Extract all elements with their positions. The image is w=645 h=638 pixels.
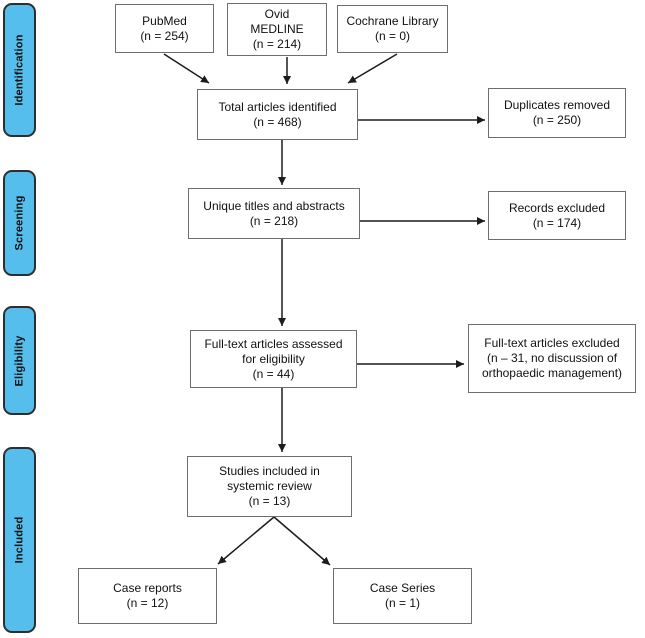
box-pubmed-line-2: (n = 254) xyxy=(140,28,189,43)
arrow-pubmed-to-total xyxy=(163,53,210,84)
box-duplicates-line-2: (n = 250) xyxy=(532,113,582,127)
box-ft-excluded-line-2: (n – 31, no discussion of xyxy=(486,351,618,365)
stage-included: Included xyxy=(3,447,36,633)
box-ovid-line-3: (n = 214) xyxy=(252,37,302,51)
box-fulltext-line-1: Full-text articles assessed xyxy=(204,336,343,351)
box-studies-included: Studies included in systemic review (n =… xyxy=(187,456,352,517)
box-studies-line-1: Studies included in xyxy=(219,464,320,478)
box-ovid-medline: Ovid MEDLINE (n = 214) xyxy=(227,3,327,56)
box-records-line-1: Records excluded xyxy=(508,200,606,215)
box-ft-excluded-line-3: orthopaedic management) xyxy=(481,366,623,380)
box-cochrane: Cochrane Library (n = 0) xyxy=(337,5,448,53)
box-case-series-line-1: Case Series xyxy=(369,581,436,595)
stage-eligibility-label: Eligibility xyxy=(13,334,26,387)
stage-screening-label: Screening xyxy=(13,195,26,251)
box-studies-line-2: systemic review xyxy=(227,479,312,493)
box-fulltext-line-3: (n = 44) xyxy=(252,366,295,381)
box-unique-titles: Unique titles and abstracts (n = 218) xyxy=(188,188,360,239)
box-fulltext-excluded: Full-text articles excluded (n – 31, no … xyxy=(468,324,636,393)
stage-identification: Identification xyxy=(3,3,36,137)
box-total-line-1: Total articles identified xyxy=(218,99,337,114)
box-fulltext-line-2: for eligibility xyxy=(242,351,305,366)
box-ovid-line-2: MEDLINE xyxy=(250,22,304,36)
box-ovid-line-1: Ovid xyxy=(264,7,290,21)
stage-eligibility: Eligibility xyxy=(3,306,36,415)
box-pubmed: PubMed (n = 254) xyxy=(115,4,214,53)
box-cochrane-line-1: Cochrane Library xyxy=(346,14,439,28)
box-case-series: Case Series (n = 1) xyxy=(333,568,472,624)
box-total-line-2: (n = 468) xyxy=(253,114,302,129)
box-duplicates-removed: Duplicates removed (n = 250) xyxy=(488,88,626,138)
box-records-line-2: (n = 174) xyxy=(532,215,582,230)
stage-included-label: Included xyxy=(13,516,26,564)
box-unique-line-1: Unique titles and abstracts xyxy=(203,198,345,213)
arrow-cochrane-to-total xyxy=(347,53,398,84)
box-pubmed-line-1: PubMed xyxy=(142,13,187,28)
arrow-studies-to-case-reports xyxy=(217,516,275,565)
box-ft-excluded-line-1: Full-text articles excluded xyxy=(484,336,620,350)
box-fulltext-assessed: Full-text articles assessed for eligibil… xyxy=(190,330,357,388)
box-case-reports-line-1: Case reports xyxy=(113,581,182,595)
box-total-identified: Total articles identified (n = 468) xyxy=(197,89,358,140)
box-unique-line-2: (n = 218) xyxy=(249,213,299,228)
box-records-excluded: Records excluded (n = 174) xyxy=(488,191,626,240)
box-case-reports: Case reports (n = 12) xyxy=(78,568,217,624)
arrow-studies-to-case-series xyxy=(273,516,331,566)
stage-screening: Screening xyxy=(3,170,36,276)
box-case-series-line-2: (n = 1) xyxy=(384,596,420,610)
box-cochrane-line-2: (n = 0) xyxy=(374,29,410,43)
box-case-reports-line-2: (n = 12) xyxy=(126,596,169,610)
stage-identification-label: Identification xyxy=(13,34,26,106)
box-duplicates-line-1: Duplicates removed xyxy=(503,98,611,112)
box-studies-line-3: (n = 13) xyxy=(248,494,291,508)
